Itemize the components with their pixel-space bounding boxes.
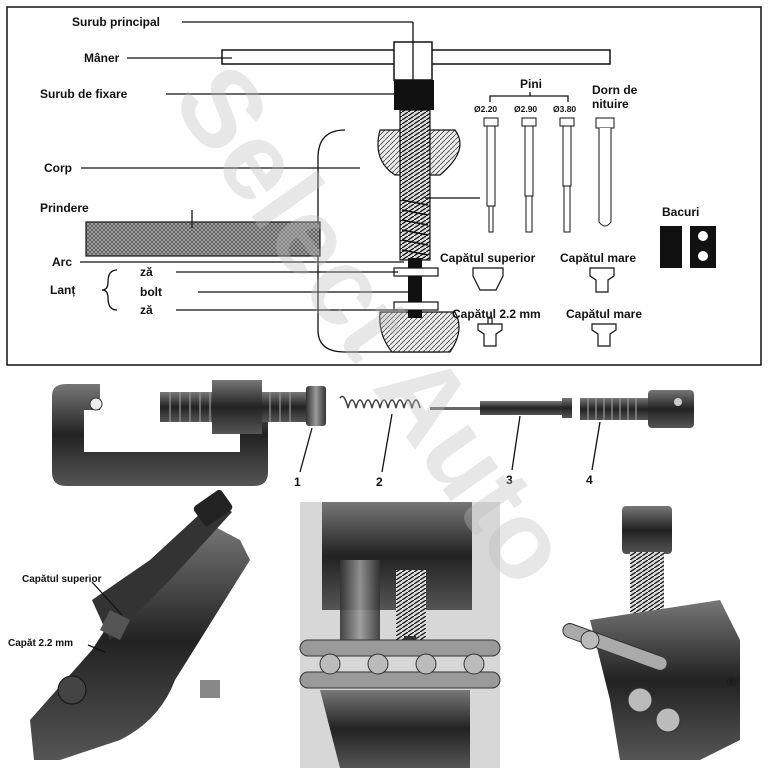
pin-2 — [521, 117, 537, 233]
c-frame-body — [52, 384, 268, 486]
threaded-screw — [399, 109, 431, 261]
rivet-punch — [595, 117, 615, 227]
label-plate-bottom: ză — [140, 303, 153, 317]
pin-size-2: Ø2.90 — [514, 104, 537, 114]
label-grip: Prindere — [40, 201, 89, 215]
chain-plate-lower — [393, 301, 439, 311]
part-3-pin-tip — [430, 407, 482, 410]
spring-coils — [401, 199, 429, 256]
label-jaws: Bacuri — [662, 205, 699, 219]
photo-tool-chain-alt — [562, 506, 740, 760]
label-bolt: bolt — [140, 285, 162, 299]
body-lower-section — [379, 311, 460, 353]
pin-1 — [483, 117, 499, 233]
label-chain: Lanț — [50, 283, 75, 297]
label-main-screw: Surub principal — [72, 15, 160, 29]
jaw-solid — [660, 226, 682, 268]
photo-label-head-22mm: Capăt 2.2 mm — [8, 638, 73, 649]
label-handle: Mâner — [84, 51, 120, 65]
frame-upper-block — [212, 380, 262, 434]
technical-diagram: Surub principal Mâner Surub de fixare Co… — [6, 6, 762, 366]
part-number-3: 3 — [506, 473, 513, 487]
grip-knurled — [85, 221, 321, 257]
part-number-4: 4 — [586, 473, 593, 487]
pin-size-1: Ø2.20 — [474, 104, 497, 114]
photo-tool-angled: Capătul superior Capăt 2.2 mm — [8, 489, 250, 760]
large-head-2-shape — [591, 323, 617, 347]
photo-label-upper-head: Capătul superior — [22, 574, 102, 585]
chain-bracket — [101, 269, 118, 311]
part-1-nut — [306, 386, 326, 426]
label-large-head-2: Capătul mare — [566, 307, 642, 321]
pin-size-3: Ø3.80 — [553, 104, 576, 114]
label-large-head-1: Capătul mare — [560, 251, 636, 265]
roller-chain — [299, 639, 501, 689]
label-head-22mm: Capătul 2.2 mm — [452, 307, 541, 321]
part-2-spring — [339, 395, 421, 409]
diagram-frame — [6, 6, 762, 366]
label-plate-top: ză — [140, 265, 153, 279]
photo-3-chain — [562, 623, 681, 733]
head-22mm-shape — [477, 317, 503, 347]
jaw-holed — [690, 226, 716, 268]
part-number-2: 2 — [376, 475, 383, 489]
fixing-screw-collar — [394, 80, 434, 110]
part-number-1: 1 — [294, 475, 301, 489]
label-spring: Arc — [52, 255, 72, 269]
label-rivet-punch-line2: nituire — [592, 97, 629, 111]
label-pins: Pini — [520, 77, 542, 91]
label-fixing-screw: Surub de fixare — [40, 87, 128, 101]
part-4-bolt-head — [648, 390, 694, 428]
pin-3 — [559, 117, 575, 233]
upper-head-shape — [472, 267, 504, 291]
label-body: Corp — [44, 161, 72, 175]
photo-tool-on-chain — [299, 502, 501, 768]
label-rivet-punch-line1: Dorn de — [592, 83, 638, 97]
part-3-pin-body — [480, 401, 570, 415]
exploded-view: 1 2 3 4 — [52, 380, 694, 489]
part-4-bolt-thread — [580, 398, 650, 420]
pins-bracket — [489, 92, 569, 102]
registered-mark: ® — [727, 675, 736, 689]
label-rivet-punch: Dorn de nituire — [592, 83, 641, 111]
label-upper-head: Capătul superior — [440, 251, 536, 265]
large-head-1-shape — [589, 267, 615, 293]
